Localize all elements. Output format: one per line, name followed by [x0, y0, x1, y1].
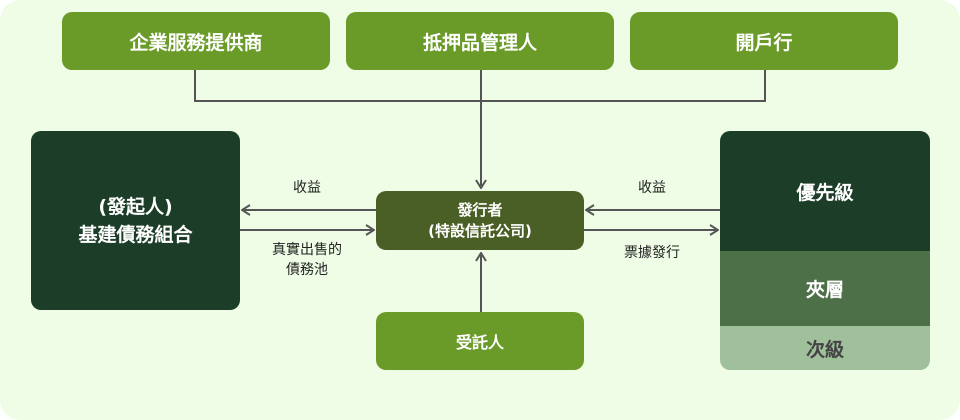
tranche-stack: 優先級 夾層 次級 [720, 131, 930, 370]
left-sale-line1: 真實出售的 [272, 242, 342, 258]
tranche-label: 夾層 [805, 279, 844, 301]
mezzanine-tranche: 夾層 [720, 251, 930, 326]
box-label: 開戶行 [735, 31, 793, 54]
originator-line2: 基建債務組合 [78, 223, 193, 246]
corporate-service-provider-box: 企業服務提供商 [62, 12, 330, 70]
box-label: 抵押品管理人 [422, 31, 537, 54]
tranche-label: 次級 [805, 338, 844, 361]
tranche-label: 優先級 [796, 181, 854, 204]
box-label: 企業服務提供商 [129, 31, 263, 54]
junior-tranche: 次級 [720, 326, 930, 370]
senior-tranche: 優先級 [720, 131, 930, 251]
originator-line1: (發起人) [98, 195, 173, 218]
account-bank-box: 開戶行 [630, 12, 898, 70]
trustee-label: 受託人 [455, 333, 504, 352]
issuer-line2: (特設信託公司) [428, 221, 532, 240]
right-issue-label: 票據發行 [624, 245, 680, 261]
left-sale-label: 真實出售的 債務池 [247, 240, 367, 280]
issuer-line1: 發行者 [457, 200, 503, 219]
trustee-box: 受託人 [376, 312, 584, 370]
issuer-box: 發行者 (特設信託公司) [376, 191, 584, 250]
originator-box: (發起人) 基建債務組合 [31, 131, 240, 310]
left-return-label: 收益 [293, 180, 321, 196]
left-sale-line2: 債務池 [286, 262, 328, 278]
right-return-label: 收益 [638, 180, 666, 196]
collateral-manager-box: 抵押品管理人 [346, 12, 614, 70]
